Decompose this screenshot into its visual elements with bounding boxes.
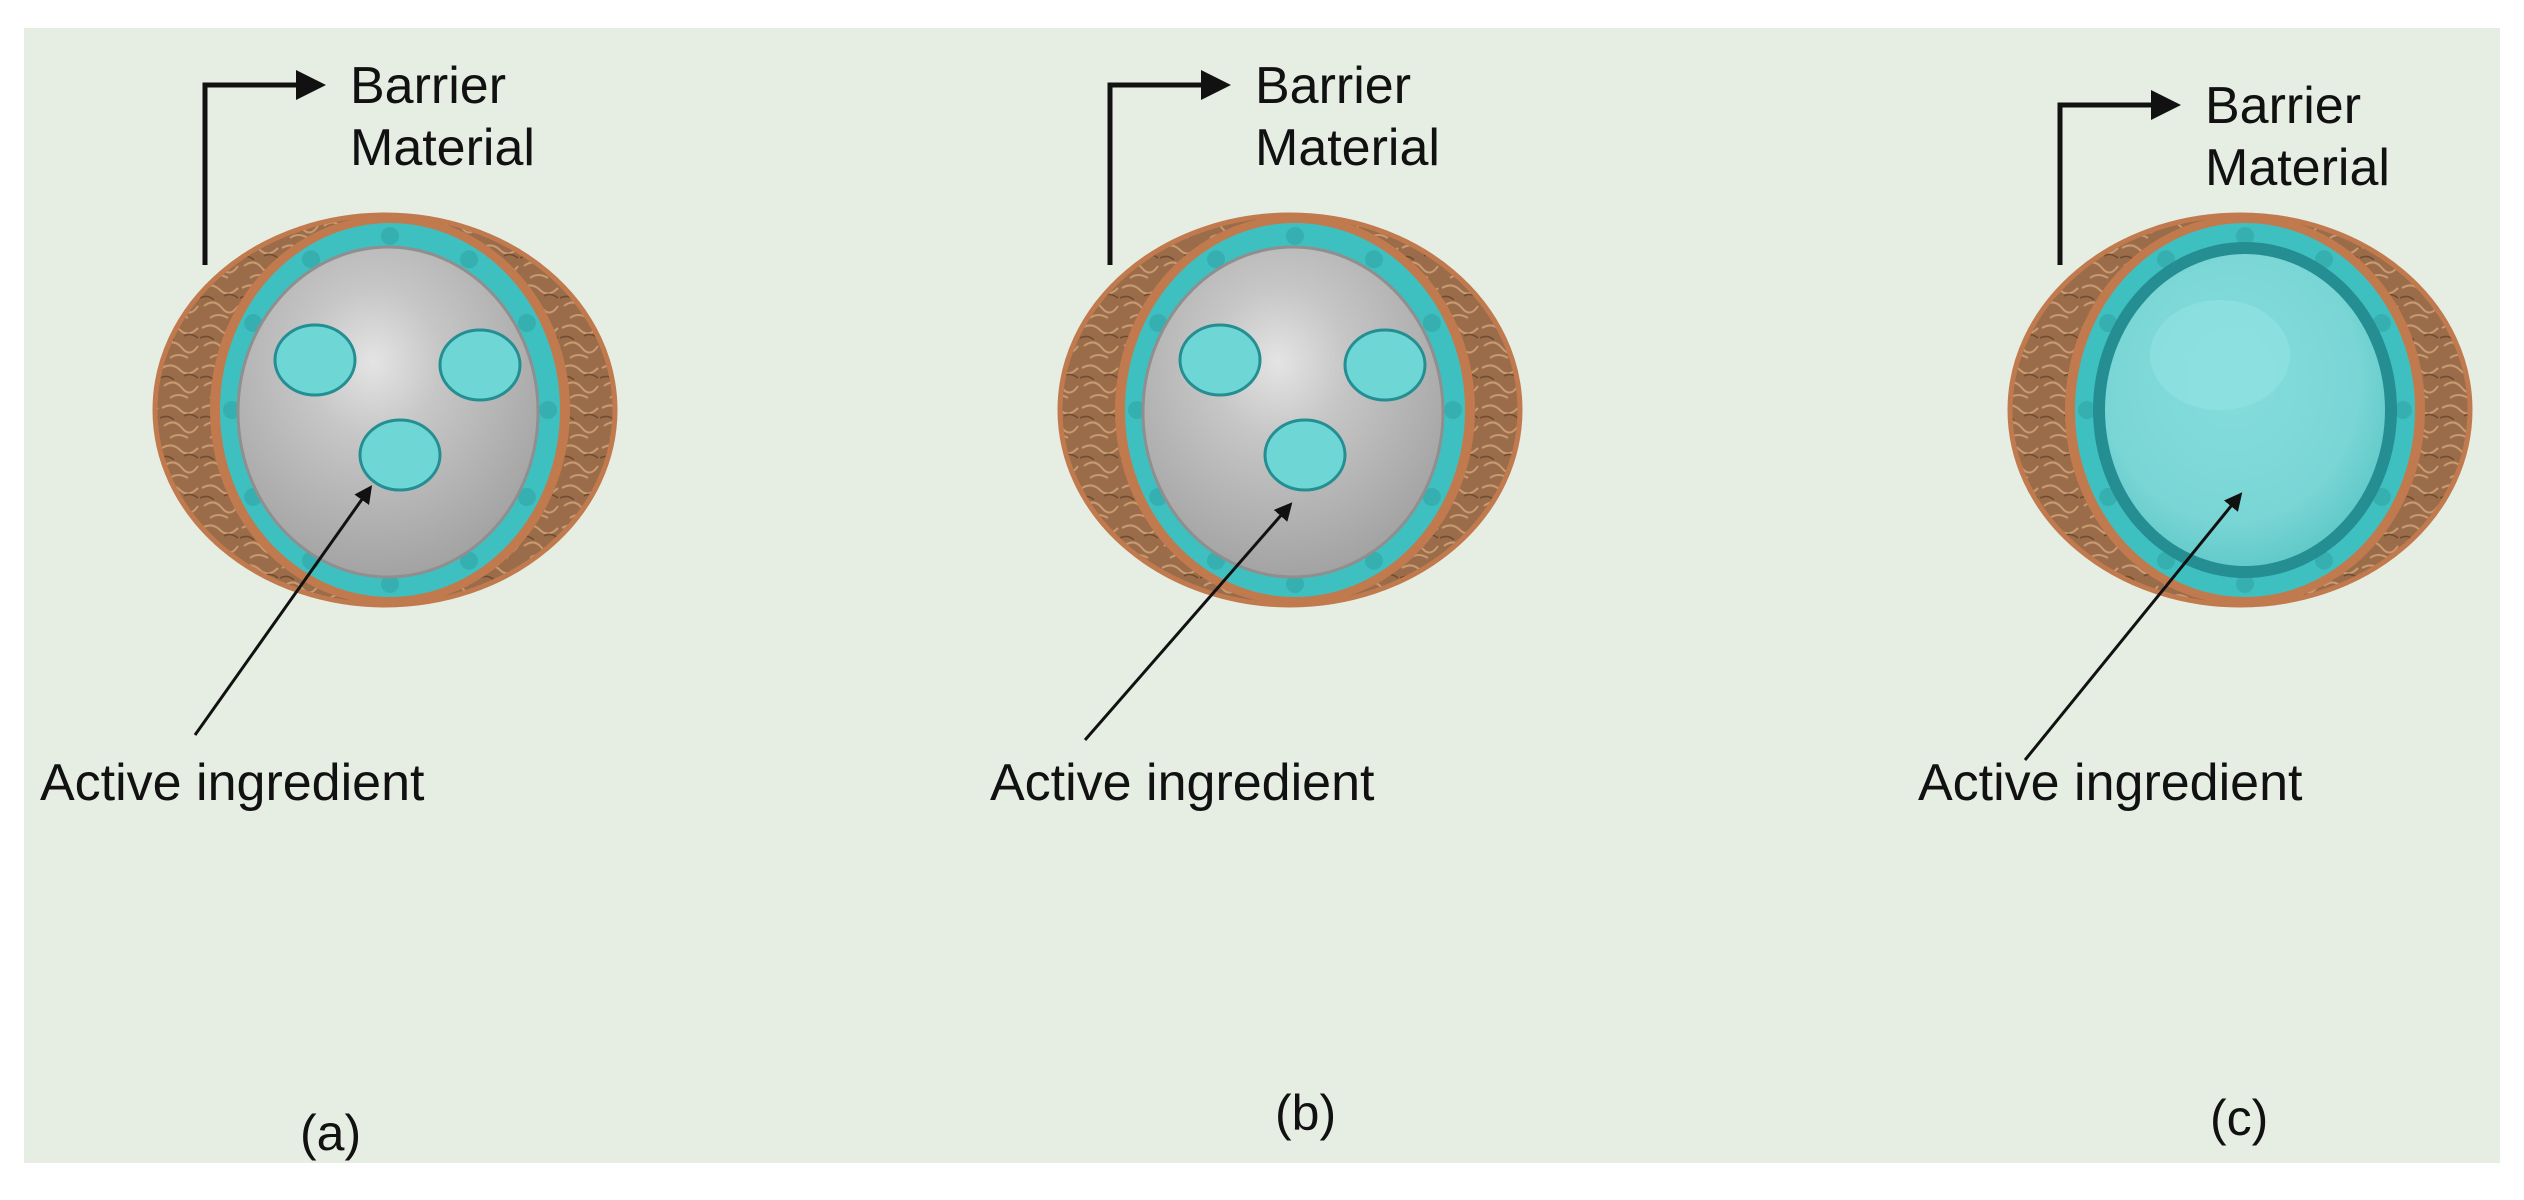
barrier-label-line2: Material xyxy=(2205,139,2390,197)
barrier-label-line1: Barrier xyxy=(1255,57,1411,115)
coating-speckle xyxy=(1286,575,1304,593)
barrier-label-line1: Barrier xyxy=(2205,77,2361,135)
active-ingredient-arrow xyxy=(193,485,373,736)
coating-speckle xyxy=(302,250,320,269)
coating-speckle xyxy=(539,401,557,419)
barrier-pointer-arrow xyxy=(202,70,326,265)
active-droplet-2 xyxy=(1343,328,1427,402)
capsule-c xyxy=(2007,212,2473,608)
coating-speckle xyxy=(2078,401,2096,419)
capsule-a xyxy=(152,212,618,608)
coating-speckle xyxy=(2394,401,2412,419)
active-ingredient-label: Active ingredient xyxy=(40,754,425,812)
coating-speckle xyxy=(1422,488,1441,506)
active-droplet-2 xyxy=(438,328,522,402)
barrier-label-line1: Barrier xyxy=(350,57,506,115)
coating-speckle xyxy=(517,488,536,506)
coating-speckle xyxy=(1365,551,1383,570)
matrix-core xyxy=(236,245,540,579)
active-ingredient-label: Active ingredient xyxy=(1918,754,2303,812)
barrier-label-line2: Material xyxy=(1255,119,1440,177)
panel-caption: (a) xyxy=(300,1105,361,1161)
coating-speckle xyxy=(223,401,241,419)
panel-caption: (c) xyxy=(2210,1090,2268,1146)
active-ingredient-arrow xyxy=(2023,492,2243,761)
coating-speckle xyxy=(1207,250,1225,269)
active-ingredient-arrow xyxy=(1083,502,1293,741)
active-ingredient-label: Active ingredient xyxy=(990,754,1375,812)
coating-speckle xyxy=(1365,250,1383,269)
active-droplet-1 xyxy=(1178,323,1262,397)
barrier-label-line2: Material xyxy=(350,119,535,177)
coating-speckle xyxy=(381,575,399,593)
panel-caption: (b) xyxy=(1275,1085,1336,1141)
coating-speckle xyxy=(2236,575,2254,593)
coating-speckle xyxy=(1286,227,1304,245)
matrix-core xyxy=(1141,245,1445,579)
coating-speckle xyxy=(2236,227,2254,245)
core-highlight xyxy=(2150,300,2290,410)
coating-speckle xyxy=(1422,314,1441,332)
active-droplet-3 xyxy=(1263,418,1347,492)
active-droplet-1 xyxy=(273,323,357,397)
barrier-pointer-arrow xyxy=(2057,90,2181,265)
coating-speckle xyxy=(460,551,478,570)
barrier-pointer-arrow xyxy=(1107,70,1231,265)
capsule-b xyxy=(1057,212,1523,608)
active-droplet-3 xyxy=(358,418,442,492)
coating-speckle xyxy=(517,314,536,332)
coating-speckle xyxy=(381,227,399,245)
coating-speckle xyxy=(1444,401,1462,419)
coating-speckle xyxy=(460,250,478,269)
single-active-core xyxy=(2105,254,2385,566)
coating-speckle xyxy=(1128,401,1146,419)
